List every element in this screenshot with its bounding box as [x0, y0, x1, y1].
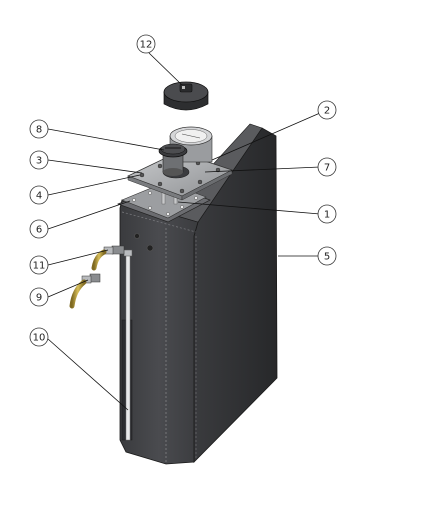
fitting-lower	[69, 273, 101, 309]
filler-neck	[158, 143, 188, 176]
callout-label: 1	[324, 210, 330, 221]
callout-6: 6	[29, 219, 49, 239]
leader-lines	[47, 52, 321, 411]
callout-label: 7	[324, 163, 330, 174]
fitting-upper	[91, 245, 125, 271]
callout-12: 12	[136, 34, 156, 54]
callout-5: 5	[317, 246, 337, 266]
callout-9: 9	[29, 287, 49, 307]
callout-label: 10	[33, 333, 46, 344]
callout-7: 7	[317, 157, 337, 177]
exploded-cap	[163, 81, 209, 111]
callout-label: 12	[140, 40, 153, 51]
callout-label: 8	[36, 125, 42, 136]
callout-label: 2	[324, 106, 330, 117]
callout-label: 11	[33, 261, 46, 272]
tank-port	[134, 233, 140, 239]
callout-8: 8	[29, 119, 49, 139]
callout-label: 3	[36, 156, 42, 167]
tank-port	[146, 244, 154, 252]
callout-3: 3	[29, 150, 49, 170]
callout-label: 9	[36, 293, 42, 304]
callout-label: 4	[36, 191, 42, 202]
tank-front-face	[119, 199, 199, 465]
callout-4: 4	[29, 185, 49, 205]
callout-10: 10	[29, 327, 49, 347]
callout-11: 11	[29, 255, 49, 275]
callout-2: 2	[317, 100, 337, 120]
callout-1: 1	[317, 204, 337, 224]
tank-seam	[121, 211, 197, 233]
callout-label: 5	[324, 252, 330, 263]
callout-label: 6	[36, 225, 42, 236]
